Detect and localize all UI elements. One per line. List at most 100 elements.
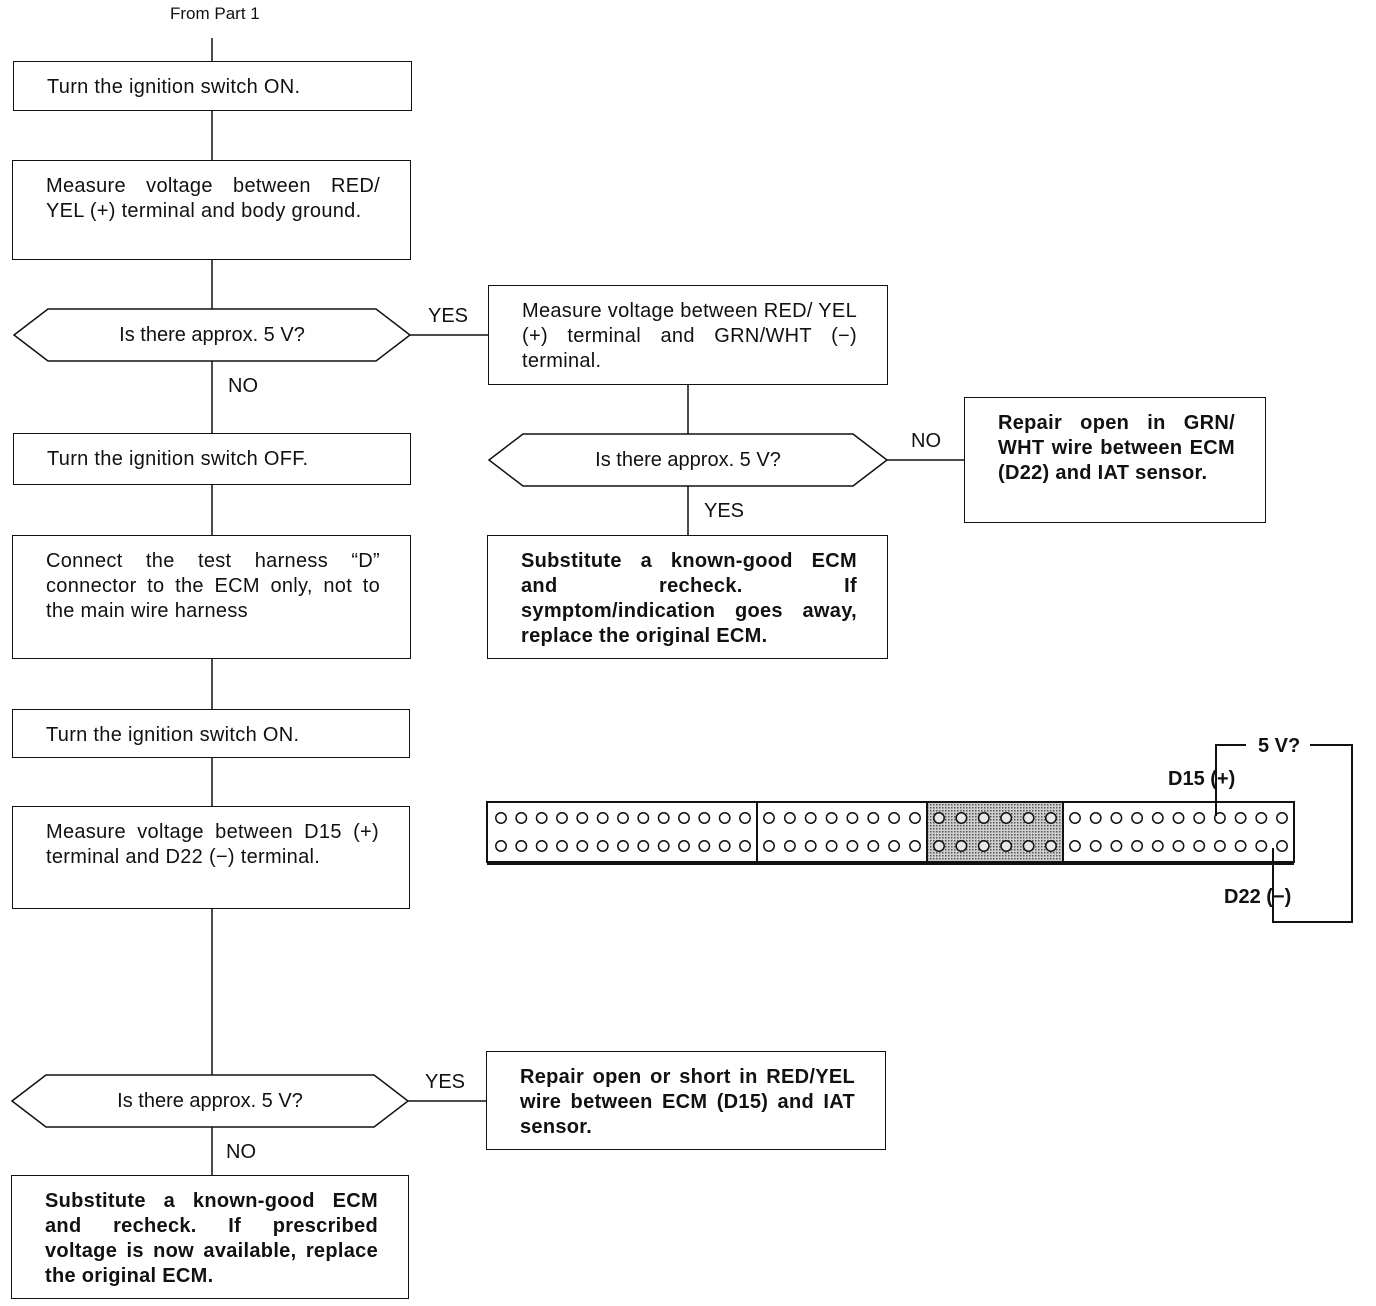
connector-pin [1276,840,1288,852]
connector-pin [556,812,568,824]
decision-shape-3 [10,1074,410,1128]
step-ignition-off: Turn the ignition switch OFF. [13,433,411,485]
step-text: Measure voltage between RED/ YEL (+) ter… [522,300,857,372]
connector-pin [1045,812,1057,824]
d22-probe-lead [1272,744,1353,923]
step-text: Measure voltage between D15 (+) terminal… [46,821,379,868]
decision-2-no-label: NO [911,430,941,452]
connector-pin [1045,840,1057,852]
step-ignition-on-1: Turn the ignition switch ON. [13,61,412,111]
connector-pin [739,812,751,824]
step-measure-2: Measure voltage between RED/ YEL (+) ter… [488,285,888,385]
connector-pin [955,812,968,824]
connector-pin [977,840,990,852]
decision-1-no-label: NO [228,375,258,397]
decision-1-yes-label: YES [428,305,469,327]
connector-pin [1234,812,1247,824]
connector-pin [977,812,990,824]
connector-pin [535,812,548,824]
connector-pin [933,840,945,852]
connector-pin [1193,812,1206,824]
connector-pin [825,812,838,824]
connector-pin [1151,840,1164,852]
connector-pin [804,812,817,824]
step-repair-red-yel: Repair open or short in RED/YEL wire bet… [486,1051,886,1150]
connector-pin [1110,812,1123,824]
connector-pin [1213,840,1226,852]
connector-pin [888,812,901,824]
connector-shaded-section [927,803,1063,861]
connector-pin [1069,812,1081,824]
connector-pin [1255,812,1268,824]
connector-pin [678,840,690,852]
connector-pin [1193,840,1206,852]
connector-pin [933,812,945,824]
connector-pin [515,812,528,824]
connector-pin [495,840,507,852]
connector-pin [617,812,629,824]
connector-pin [698,840,711,852]
step-repair-grn-wht: Repair open in GRN/ WHT wire between ECM… [964,397,1266,523]
connector-pin [846,840,859,852]
connector-pin [1000,812,1013,824]
connector-pin [1069,840,1081,852]
connector-pin [1089,840,1102,852]
decision-1-text: Is there approx. 5 V? [119,324,305,346]
connector-pin [1022,812,1035,824]
connector-pin [596,812,609,824]
connector-pin [867,812,880,824]
probe-voltage-label: 5 V? [1258,735,1301,757]
step-connect-harness: Connect the test harness “D” connector t… [12,535,411,659]
connector-pin [515,840,528,852]
decision-shape-2 [487,433,889,487]
step-substitute-1: Substitute a known-good ECM and recheck.… [487,535,888,659]
d15-probe-lead [1215,744,1246,816]
connector-pin [955,840,968,852]
step-measure-3: Measure voltage between D15 (+) terminal… [12,806,410,909]
connector-pins [495,812,1288,852]
step-ignition-on-2: Turn the ignition switch ON. [12,709,410,758]
step-text: Measure voltage between RED/ YEL (+) ter… [46,175,380,222]
connector-pin [495,812,507,824]
connector-pin [698,812,711,824]
connector-pin [739,840,751,852]
connector-pin [1151,812,1164,824]
connector-pin [678,812,690,824]
connector-pin [867,840,880,852]
connector-pin [763,840,775,852]
d15-label: D15 (+) [1168,768,1236,790]
connector-pin [1234,840,1247,852]
connector-pin [718,840,731,852]
connector-pin [637,812,650,824]
step-text: Turn the ignition switch ON. [47,76,301,98]
connector-pin [1022,840,1035,852]
d22-label: D22 (−) [1224,886,1292,908]
connector-pin [1000,840,1013,852]
decision-2-text: Is there approx. 5 V? [595,449,781,471]
connector-outline [486,801,1295,863]
connector-pin [1213,812,1226,824]
connector-pin [783,840,796,852]
connector-pin [1110,840,1123,852]
connector-pin [825,840,838,852]
connector-pin [556,840,568,852]
step-text: Repair open in GRN/ WHT wire between ECM… [998,412,1235,484]
connector-pin [617,840,629,852]
connector-pin [576,812,589,824]
connector-pin [657,812,670,824]
connector-pin [1255,840,1268,852]
connector-pin [804,840,817,852]
step-substitute-2: Substitute a known-good ECM and recheck.… [11,1175,409,1299]
connector-pin [783,812,796,824]
connector-pin [909,840,921,852]
connector-pin [596,840,609,852]
connector-pin [535,840,548,852]
step-text: Substitute a known-good ECM and recheck.… [45,1190,378,1287]
step-text: Substitute a known-good ECM and recheck.… [521,550,857,647]
connector-pin [909,812,921,824]
connector-pin [1131,812,1144,824]
connector-pin [1172,840,1185,852]
